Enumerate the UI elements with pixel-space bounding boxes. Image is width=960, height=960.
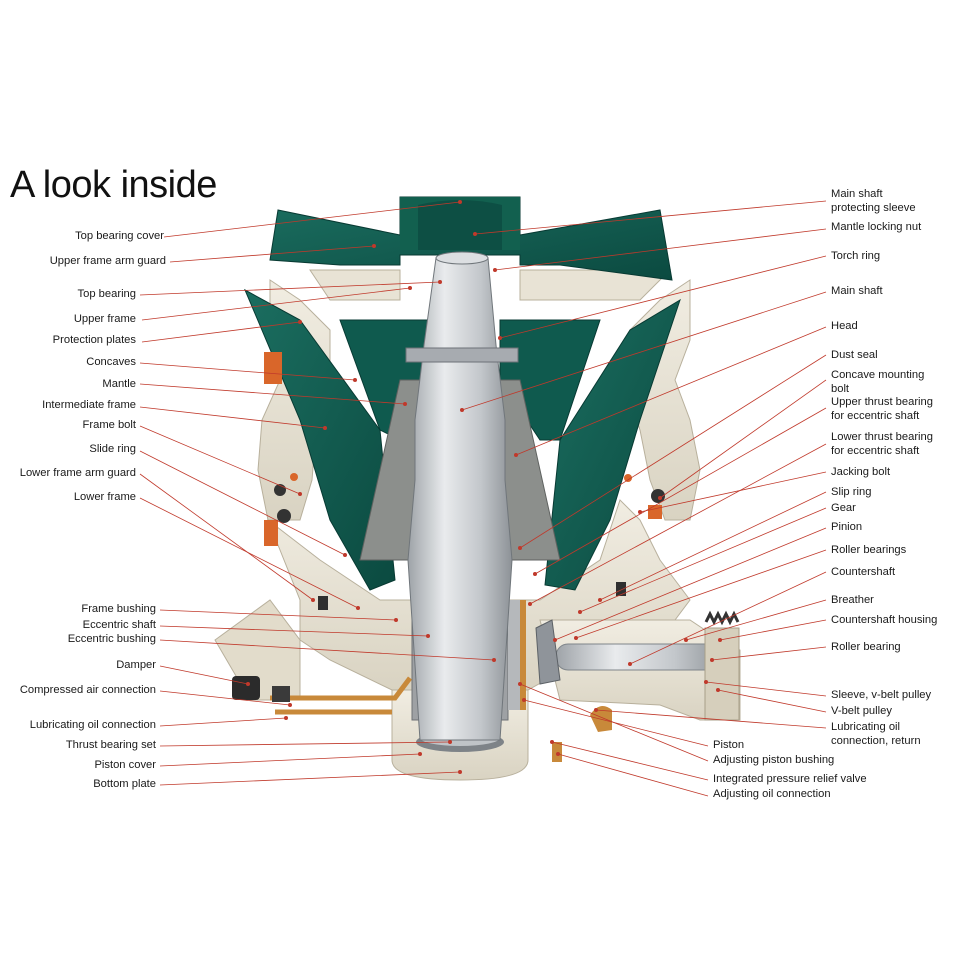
countershaft-housing (539, 610, 741, 721)
arm-guard (269, 196, 673, 281)
label-lower-thrust-bearing: Lower thrust bearing for eccentric shaft (831, 431, 933, 457)
label-bottom-plate: Bottom plate (93, 778, 156, 790)
label-lubricating-oil-connection: Lubricating oil connection (29, 719, 156, 731)
label-damper: Damper (116, 659, 156, 671)
label-countershaft-housing: Countershaft housing (831, 614, 938, 626)
leader-lines-bottom (519, 683, 709, 797)
leader-lines-left (139, 201, 495, 786)
label-upper-frame-arm-guard: Upper frame arm guard (49, 255, 166, 267)
label-frame-bolt: Frame bolt (82, 419, 136, 431)
label-mantle: Mantle (102, 378, 136, 390)
leader-lines-right (461, 200, 827, 729)
label-mantle-locking-nut: Mantle locking nut (831, 221, 922, 233)
label-lower-frame-arm-guard: Lower frame arm guard (19, 467, 136, 479)
leader-dots (246, 200, 722, 774)
frame-bolts (264, 352, 665, 610)
label-intermediate-frame: Intermediate frame (42, 399, 136, 411)
label-roller-bearings: Roller bearings (831, 544, 907, 556)
label-eccentric-shaft: Eccentric shaft (82, 619, 156, 631)
label-piston: Piston (713, 739, 745, 751)
label-top-bearing: Top bearing (77, 288, 136, 300)
label-piston-cover: Piston cover (94, 759, 156, 771)
main-shaft (405, 251, 519, 741)
label-gear: Gear (831, 502, 856, 514)
label-jacking-bolt: Jacking bolt (831, 466, 891, 478)
label-roller-bearing: Roller bearing (831, 641, 901, 653)
label-lubricating-oil-connection-return: Lubricating oil connection, return (831, 721, 921, 747)
label-dust-seal: Dust seal (831, 349, 878, 361)
label-head: Head (831, 320, 858, 332)
label-slide-ring: Slide ring (89, 443, 136, 455)
page-title: A look inside (10, 164, 217, 206)
label-breather: Breather (831, 594, 874, 606)
label-countershaft: Countershaft (831, 566, 896, 578)
label-torch-ring: Torch ring (831, 250, 881, 262)
label-pinion: Pinion (831, 521, 863, 533)
label-thrust-bearing-set: Thrust bearing set (65, 739, 156, 751)
label-sleeve-v-belt-pulley: Sleeve, v-belt pulley (831, 689, 932, 701)
label-main-shaft-protecting-sleeve: Main shaft protecting sleeve (831, 188, 916, 214)
label-concaves: Concaves (86, 356, 136, 368)
label-v-belt-pulley: V-belt pulley (831, 705, 892, 717)
label-lower-frame: Lower frame (73, 491, 136, 503)
label-main-shaft: Main shaft (831, 285, 883, 297)
label-slip-ring: Slip ring (831, 486, 872, 498)
label-compressed-air-connection: Compressed air connection (19, 684, 156, 696)
label-adjusting-oil-connection: Adjusting oil connection (713, 788, 831, 800)
label-concave-mounting-bolt: Concave mounting bolt (831, 369, 925, 395)
label-frame-bushing: Frame bushing (81, 603, 156, 615)
label-protection-plates: Protection plates (52, 334, 136, 346)
label-upper-frame: Upper frame (73, 313, 136, 325)
label-top-bearing-cover: Top bearing cover (75, 230, 164, 242)
label-eccentric-bushing: Eccentric bushing (67, 633, 156, 645)
label-upper-thrust-bearing: Upper thrust bearing for eccentric shaft (831, 396, 933, 422)
label-integrated-pressure-relief-valve: Integrated pressure relief valve (713, 773, 867, 785)
label-adjusting-piston-bushing: Adjusting piston bushing (713, 754, 835, 766)
